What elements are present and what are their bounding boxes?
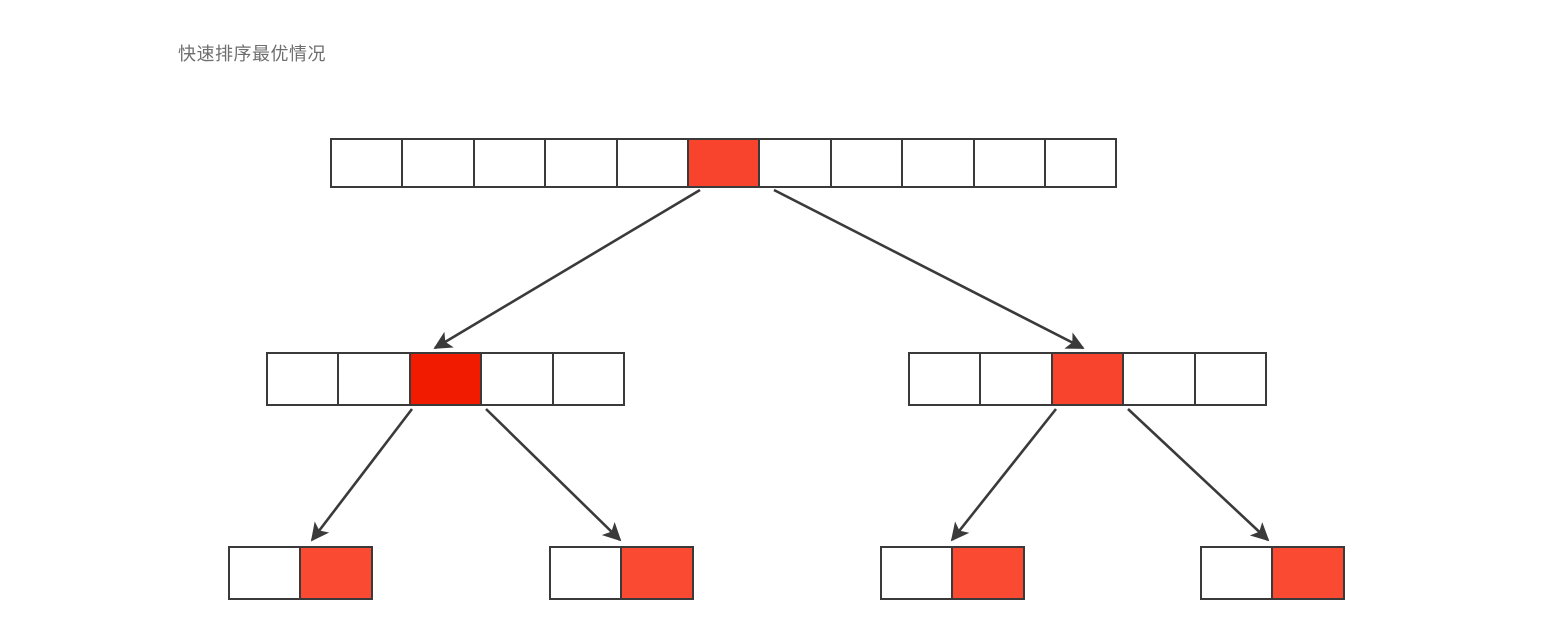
arrow-root-to-mid-right — [773, 188, 1085, 350]
leaf-array-4-pivot-cell[interactable] — [1271, 546, 1345, 600]
arrow-mid-right-to-leaf-3 — [950, 408, 1058, 542]
mid-array-left-pivot-cell[interactable] — [408, 352, 483, 406]
mid-array-right — [908, 352, 1267, 406]
root-array-cell[interactable] — [401, 138, 475, 188]
mid-array-left-cell[interactable] — [551, 352, 625, 406]
root-array-cell[interactable] — [472, 138, 547, 188]
arrow-mid-left-to-leaf-1 — [310, 408, 414, 542]
leaf-array-1-pivot-cell[interactable] — [299, 546, 373, 600]
page-title: 快速排序最优情况 — [178, 44, 326, 65]
mid-array-left-cell[interactable] — [480, 352, 554, 406]
arrow-mid-right-to-leaf-4 — [1127, 408, 1270, 542]
root-array-cell[interactable] — [330, 138, 404, 188]
root-array — [330, 138, 1118, 188]
leaf-array-1 — [228, 546, 373, 600]
root-array-cell[interactable] — [972, 138, 1046, 188]
root-array-cell[interactable] — [829, 138, 904, 188]
mid-array-right-cell[interactable] — [908, 352, 982, 406]
arrow-mid-left-to-leaf-2 — [485, 408, 622, 542]
leaf-array-2-cell[interactable] — [549, 546, 623, 600]
root-array-cell[interactable] — [758, 138, 832, 188]
leaf-array-3 — [880, 546, 1025, 600]
leaf-array-3-cell[interactable] — [880, 546, 954, 600]
leaf-array-4 — [1200, 546, 1345, 600]
root-array-pivot-cell[interactable] — [686, 138, 761, 188]
leaf-array-4-cell[interactable] — [1200, 546, 1274, 600]
mid-array-right-pivot-cell[interactable] — [1050, 352, 1125, 406]
mid-array-left-cell[interactable] — [266, 352, 340, 406]
mid-array-right-cell[interactable] — [1122, 352, 1196, 406]
mid-array-right-cell[interactable] — [1193, 352, 1267, 406]
mid-array-right-cell[interactable] — [979, 352, 1053, 406]
root-array-cell[interactable] — [615, 138, 689, 188]
mid-array-left-cell[interactable] — [337, 352, 411, 406]
root-array-cell[interactable] — [544, 138, 618, 188]
mid-array-left — [266, 352, 625, 406]
leaf-array-2 — [549, 546, 694, 600]
arrow-root-to-mid-left — [433, 188, 701, 350]
leaf-array-1-cell[interactable] — [228, 546, 302, 600]
root-array-cell[interactable] — [901, 138, 975, 188]
root-array-cell[interactable] — [1043, 138, 1118, 188]
leaf-array-2-pivot-cell[interactable] — [620, 546, 694, 600]
leaf-array-3-pivot-cell[interactable] — [951, 546, 1025, 600]
